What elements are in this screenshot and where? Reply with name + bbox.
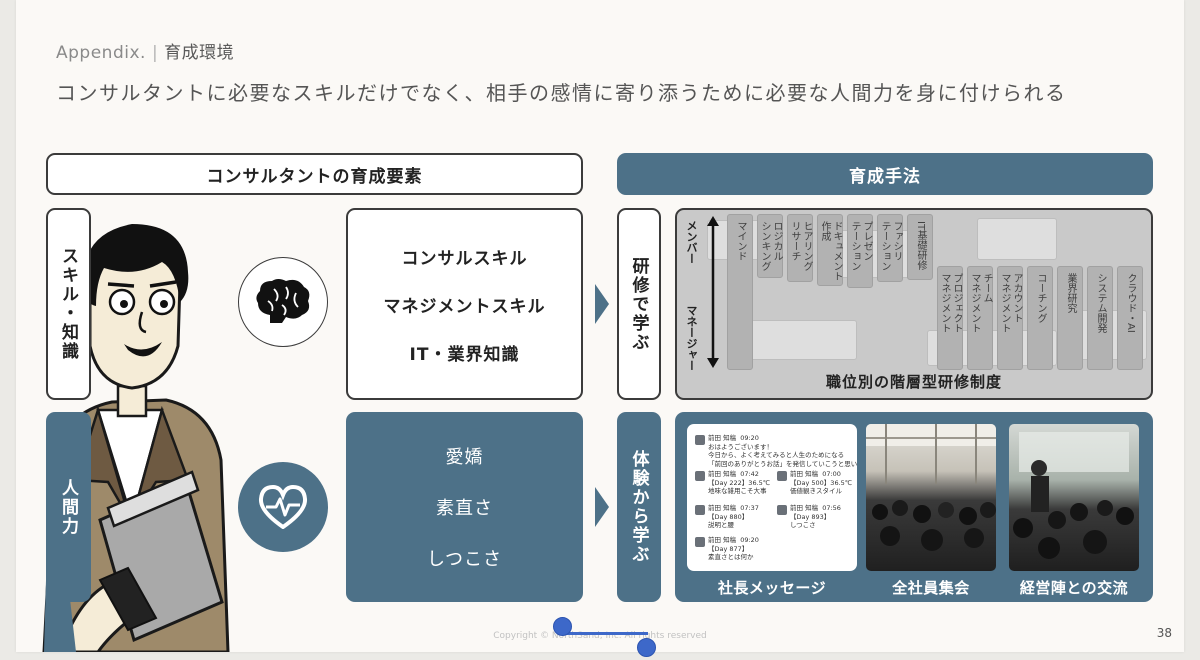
copyright: Copyright © NorthSand, Inc. All rights r… — [493, 631, 707, 641]
training-module-label: システム開発 — [1095, 273, 1106, 333]
chat-message: 前田 知稿 07:00 【Day 500】36.5℃ 価値観きスタイル — [777, 470, 852, 496]
skill-item: マネジメントスキル — [383, 296, 546, 317]
training-module-label: ロジカル シンキング — [759, 221, 782, 271]
chat-message-text: 前田 知稿 07:56 【Day 893】 しつこさ — [790, 504, 841, 529]
training-module: ヒアリング リサーチ — [787, 214, 813, 282]
training-module-label: プロジェクト マネジメント — [939, 273, 962, 333]
chat-message: 前田 知稿 09:20 【Day 877】 素直さとは何か — [695, 536, 759, 562]
training-module-label: チーム マネジメント — [969, 273, 992, 333]
training-module: アカウント マネジメント — [997, 266, 1023, 370]
avatar — [695, 505, 705, 515]
avatar — [695, 471, 705, 481]
skill-list: コンサルスキル マネジメントスキル IT・業界知識 — [346, 208, 583, 400]
chat-message-text: 前田 知稿 07:37 【Day 880】 説明と腰 — [708, 504, 759, 529]
chat-message: 前田 知稿 07:56 【Day 893】 しつこさ — [777, 504, 841, 530]
caption-executive-exchange: 経営陣との交流 — [1019, 579, 1129, 597]
skill-item: コンサルスキル — [401, 248, 528, 269]
training-module-label: ヒアリング リサーチ — [789, 221, 812, 271]
right-header: 育成手法 — [617, 153, 1153, 195]
training-module: クラウド・AI — [1117, 266, 1143, 370]
caption-ceo-message: 社長メッセージ — [717, 579, 827, 597]
arrow-vertical-icon — [707, 216, 719, 368]
chat-message: 前田 知稿 07:42 【Day 222】36.5℃ 地味な雑用こそ大事 — [695, 470, 770, 496]
training-module-label: クラウド・AI — [1125, 273, 1136, 333]
page-number: 38 — [1156, 626, 1172, 640]
skill-item: IT・業界知識 — [409, 344, 520, 365]
role-top-label: メンバー — [685, 220, 698, 264]
training-module-label: ドキュメント 作成 — [819, 221, 842, 281]
breadcrumb-page: 育成環境 — [164, 43, 235, 63]
avatar — [695, 435, 705, 445]
training-program-panel: メンバー マネージャー マインド ロジカル シンキングヒアリング リサーチドキュメ… — [675, 208, 1153, 400]
caption-all-hands: 全社員集会 — [892, 579, 970, 597]
training-module: システム開発 — [1087, 266, 1113, 370]
avatar — [777, 505, 787, 515]
trait-item: 素直さ — [436, 498, 493, 519]
method-training-label: 研修で学ぶ — [617, 208, 661, 400]
role-bottom-label: マネージャー — [685, 305, 698, 371]
training-module: プロジェクト マネジメント — [937, 266, 963, 370]
training-module: ファシリ テーション — [877, 214, 903, 282]
selection-start-handle[interactable] — [553, 617, 572, 636]
trait-item: しつこさ — [427, 549, 502, 570]
avatar — [777, 471, 787, 481]
experience-panel: 前田 知稿 09:20 おはようございます！ 今日から、よく考えてみると人生のた… — [675, 412, 1153, 602]
chat-message: 前田 知稿 07:37 【Day 880】 説明と腰 — [695, 504, 759, 530]
chat-message-text: 前田 知稿 09:20 おはようございます！ 今日から、よく考えてみると人生のた… — [708, 434, 857, 468]
training-module: マインド — [727, 214, 753, 370]
training-module: ロジカル シンキング — [757, 214, 783, 278]
chat-message: 前田 知稿 09:20 おはようございます！ 今日から、よく考えてみると人生のた… — [695, 434, 857, 468]
human-trait-list: 愛嬌 素直さ しつこさ — [346, 412, 583, 602]
chat-message-text: 前田 知稿 09:20 【Day 877】 素直さとは何か — [708, 536, 759, 561]
arrow-right-icon — [595, 284, 609, 324]
breadcrumb: Appendix.|育成環境 — [56, 38, 234, 63]
heartbeat-icon — [238, 462, 328, 552]
arrow-right-icon — [595, 487, 609, 527]
training-module-label: ファシリ テーション — [879, 221, 902, 271]
breadcrumb-separator: | — [151, 43, 159, 63]
slide-subtitle: コンサルタントに必要なスキルだけでなく、相手の感情に寄り添うために必要な人間力を… — [56, 81, 1067, 105]
training-module-label: マインド — [735, 221, 746, 261]
training-module-label: アカウント マネジメント — [999, 273, 1022, 333]
breadcrumb-section: Appendix. — [56, 43, 146, 63]
training-module-label: コーチング — [1035, 273, 1046, 323]
training-module-label: プレゼン テーション — [849, 221, 872, 271]
training-caption: 職位別の階層型研修制度 — [825, 373, 1002, 391]
training-module: 業界研究 — [1057, 266, 1083, 370]
all-hands-photo — [866, 424, 996, 571]
chat-message-text: 前田 知稿 07:00 【Day 500】36.5℃ 価値観きスタイル — [790, 470, 853, 495]
training-module: チーム マネジメント — [967, 266, 993, 370]
left-header: コンサルタントの育成要素 — [46, 153, 583, 195]
training-module-label: IT基礎研修 — [915, 221, 926, 271]
training-module-label: 業界研究 — [1065, 273, 1076, 313]
slide: Appendix.|育成環境 コンサルタントに必要なスキルだけでなく、相手の感情… — [16, 0, 1184, 652]
training-module: IT基礎研修 — [907, 214, 933, 280]
training-module: プレゼン テーション — [847, 214, 873, 288]
training-module: コーチング — [1027, 266, 1053, 370]
brain-icon — [238, 257, 328, 347]
training-module: ドキュメント 作成 — [817, 214, 843, 286]
method-experience-label: 体験から学ぶ — [617, 412, 661, 602]
category-skill-label: スキル・知識 — [46, 208, 91, 400]
selection-end-handle[interactable] — [637, 638, 656, 657]
chat-message-text: 前田 知稿 07:42 【Day 222】36.5℃ 地味な雑用こそ大事 — [708, 470, 771, 495]
avatar — [695, 537, 705, 547]
trait-item: 愛嬌 — [445, 447, 484, 468]
category-human-label: 人間力 — [46, 412, 91, 602]
executive-exchange-photo — [1009, 424, 1139, 571]
selection-bar[interactable] — [562, 632, 648, 635]
ceo-message-card: 前田 知稿 09:20 おはようございます！ 今日から、よく考えてみると人生のた… — [687, 424, 857, 571]
